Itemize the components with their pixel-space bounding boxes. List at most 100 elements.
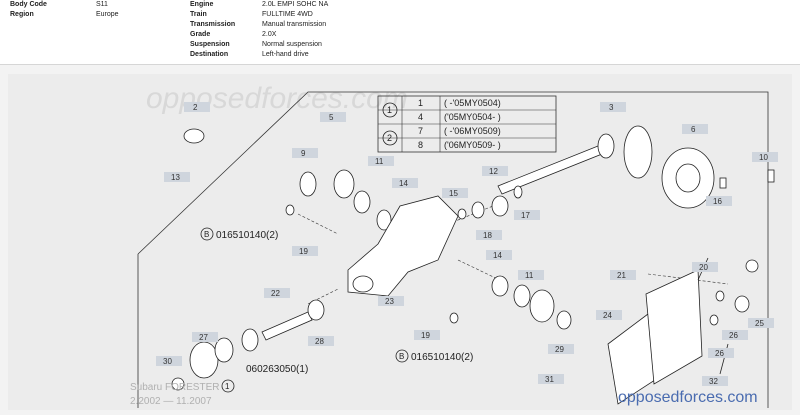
bolt-ref-symbol: B [399,352,404,361]
legend-range: ('06MY0509- ) [444,140,501,150]
spec-value: Manual transmission [262,21,327,28]
legend-circle-ref: 1 [225,382,230,391]
legend-range: ( -'06MY0509) [444,126,501,136]
callout: 14 [399,179,408,188]
part-housing-flange [352,275,374,293]
spec-body-code: Body Code [10,0,47,10]
part-circle-2 [745,259,759,273]
spec-region-value: Europe [96,11,119,18]
part-28 [307,299,325,321]
callout: 14 [493,251,502,260]
callout: 11 [525,271,534,280]
watermark-bottom: opposedforces.com [618,389,758,406]
callout: 28 [315,337,324,346]
legend-code: 8 [418,140,423,150]
part-bearing-9 [299,171,317,197]
part-29 [556,310,572,330]
callout: 26 [715,349,724,358]
callout: 6 [691,125,696,134]
spec-value: FULLTIME 4WD [262,11,313,18]
part-ring-gear [623,125,653,179]
model-label: Subaru FORESTER [130,382,219,393]
callout: 10 [759,153,768,162]
callout: 21 [617,271,626,280]
callout: 25 [755,319,764,328]
callout: 9 [301,149,306,158]
callout: 2 [193,103,198,112]
part-26b [709,314,719,326]
callout: 5 [329,113,334,122]
spec-label: Destination [190,51,229,58]
part-plug-25 [734,295,750,313]
legend-circle: 2 [387,133,392,143]
legend-code: 4 [418,112,423,122]
parts [171,125,775,405]
callout: 15 [449,189,458,198]
part-seal [214,337,234,363]
parts-diagram-svg: opposedforces.com 1 2 1 4 7 8 ( -'05MY05… [130,82,778,408]
spec-value: 2.0X [262,31,277,38]
part-bearing-31 [529,289,555,323]
callout: 12 [489,167,498,176]
callout: 18 [483,231,492,240]
spec-value: 2.0L EMPI SOHC NA [262,1,329,8]
spec-label: Body Code [10,1,47,8]
part-pinion-gear [597,133,615,159]
bolt-ref-code: 016510140(2) [216,230,278,241]
legend-code: 1 [418,98,423,108]
spec-label: Train [190,11,207,18]
callout: 23 [385,297,394,306]
part-14b [491,275,509,297]
spec-label: Transmission [190,21,236,28]
callout: 29 [555,345,564,354]
callout: 19 [421,331,430,340]
part-18 [471,201,485,219]
callout: 3 [609,103,614,112]
spec-label: Region [10,11,34,18]
part-19a [285,204,295,216]
part-bearing [241,328,259,352]
part-16 [719,177,727,189]
legend-circle: 1 [387,105,392,115]
part-17 [513,185,523,199]
part-15 [457,208,467,220]
callout: 27 [199,333,208,342]
legend-table: 1 2 1 4 7 8 ( -'05MY0504) ('05MY0504- ) … [377,95,557,153]
part-flange-27 [189,341,219,379]
part-bearing-5 [333,169,355,199]
part-19b [449,312,459,324]
part-26a [715,290,725,302]
part-nut-30 [171,377,185,391]
bolt-ref-code: 016510140(2) [411,352,473,363]
part-060-code: 060263050(1) [246,364,308,375]
part-shim-11 [353,190,371,214]
parts-diagram: opposedforces.com 1 2 1 4 7 8 ( -'05MY05… [8,74,792,410]
part-washer-14 [376,209,392,231]
callout: 13 [171,173,180,182]
bolt-refs: B 016510140(2) B 016510140(2) 060263050(… [200,227,473,393]
legend-code: 7 [418,126,423,136]
part-diff-case-inner [675,163,701,193]
legend-range: ( -'05MY0504) [444,98,501,108]
spec-label: Engine [190,1,214,8]
part-diff-housing [347,195,459,297]
spec-value: Left-hand drive [262,51,309,58]
part-pinion-shaft [497,141,613,195]
callout: 16 [713,197,722,206]
callout: 30 [163,357,172,366]
part-10 [767,169,775,183]
spec-label: Suspension [190,41,230,48]
callout: 22 [271,289,280,298]
part-rear-cover-21 [645,269,703,385]
assembly-outline [137,91,769,408]
callout: 20 [699,263,708,272]
part-11b [513,284,531,308]
spec-body-code-value: S11 [96,1,108,8]
spec-value: Normal suspension [262,41,322,48]
callout: 11 [375,157,384,166]
spec-label: Grade [190,31,211,38]
callout: 24 [603,311,612,320]
callout: 17 [521,211,530,220]
callouts: 2 5 3 6 9 11 14 15 12 17 16 10 13 18 19 … [156,102,778,386]
callout: 31 [545,375,554,384]
